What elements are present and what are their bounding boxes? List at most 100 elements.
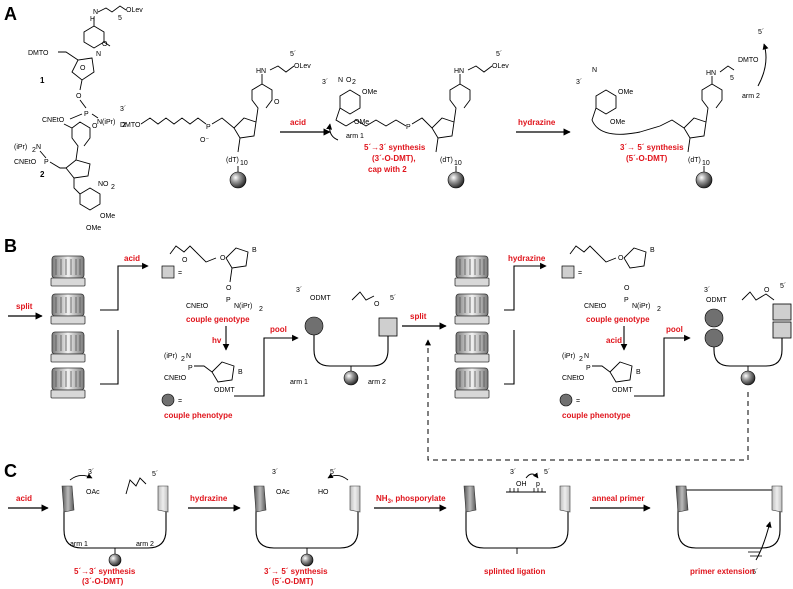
- c1-dmto: DMTO: [28, 50, 49, 57]
- bifunctional-loop-right: 3´ ODMT O 5´: [704, 283, 792, 386]
- s2-red-line1: 5´→3´ synthesis: [364, 143, 426, 152]
- arrow-acid-label: acid: [290, 118, 306, 127]
- panel-label-c: C: [4, 461, 17, 481]
- s3-dt-sub: 10: [702, 160, 710, 167]
- c2-sub: 2: [32, 147, 36, 154]
- s3-red-line1: 3´→ 5´ synthesis: [620, 143, 684, 152]
- arrow-hydrazine-label: hydrazine: [518, 118, 556, 127]
- s3-dt: (dT): [688, 157, 701, 164]
- s3-hn: HN: [706, 70, 716, 77]
- s2-arm1: arm 1: [346, 133, 364, 140]
- s2-dt-sub: 10: [454, 160, 462, 167]
- g2-nipr-sub: 2: [657, 306, 661, 313]
- solid-support-bead: [229, 171, 247, 189]
- c2-ipr: (iPr): [14, 144, 27, 151]
- center-odmt: ODMT: [310, 295, 331, 302]
- right-5prime: 5´: [780, 283, 786, 290]
- c-nh3-label: NH3, phosporylate: [376, 494, 446, 505]
- g2-nipr: N(iPr): [632, 303, 650, 310]
- c1-oac: OAc: [86, 489, 100, 496]
- center-3prime: 3´: [296, 287, 302, 294]
- s2-dt: (dT): [440, 157, 453, 164]
- hv-label: hv: [212, 336, 222, 345]
- c2-ome2: OMe: [86, 225, 101, 232]
- c1-3prime: 3´: [88, 469, 94, 476]
- c-acid-label: acid: [16, 494, 32, 503]
- s2-n-prefix: N: [338, 77, 343, 84]
- s3-n: N: [592, 67, 597, 74]
- s1-dt: (dT): [226, 157, 239, 164]
- compound-1-number: 1: [40, 76, 45, 85]
- c2-no2-sub: 2: [111, 184, 115, 191]
- iteration-loop-arrow: [425, 339, 749, 461]
- s1-dt-sub: 10: [240, 160, 248, 167]
- g2-o: O: [618, 255, 624, 262]
- g1-eq: =: [178, 270, 182, 277]
- c3-oh: OH: [516, 481, 527, 488]
- panel-label-b: B: [4, 236, 17, 256]
- p1-sub: 2: [181, 356, 185, 363]
- structure-a3: 3´ N OMe OMe HN 5 DMTO 5´ arm 2 (dT) 10 …: [576, 29, 769, 189]
- s1-dmto: DMTO: [120, 122, 141, 129]
- s2-ome2: OMe: [354, 119, 369, 126]
- c-anneal-label: anneal primer: [592, 494, 644, 503]
- c1-arm2: arm 2: [136, 541, 154, 548]
- loop-c2: 3´ OAc HO 5´ 3´→ 5´ synthesis (5´-O-DMT): [253, 469, 361, 586]
- s2-no2-sub: 2: [352, 79, 356, 86]
- panel-label-a: A: [4, 4, 17, 24]
- center-o: O: [374, 301, 380, 308]
- c3-red: splinted ligation: [484, 567, 545, 576]
- compound-2-number: 2: [40, 170, 45, 179]
- structure-a2: O N 2 OMe OMe 3´ arm 1 P HN OLev 5´ (dT)…: [322, 51, 509, 189]
- s3-3prime: 3´: [576, 79, 582, 86]
- c2-o-top: O: [92, 123, 98, 130]
- s2-red-line2: (3´-O-DMT),: [372, 154, 416, 163]
- c2-ome1: OMe: [100, 213, 115, 220]
- c3-5prime: 5´: [544, 469, 550, 476]
- c1-sub: 5: [118, 15, 122, 22]
- g1-p: P: [226, 297, 231, 304]
- s3-ome2: OMe: [610, 119, 625, 126]
- pool-1-label: pool: [270, 325, 287, 334]
- c2-oac: OAc: [276, 489, 290, 496]
- genotype-monomer-1: O O B = O P CNEtO N(iPr) 2 couple genoty…: [161, 245, 263, 324]
- p1-cneto: CNEtO: [164, 375, 187, 382]
- c1-nh: H: [90, 16, 95, 23]
- c1-arm1: arm 1: [70, 541, 88, 548]
- s1-olev: OLev: [294, 63, 311, 70]
- s1-hn: HN: [256, 68, 266, 75]
- p1-eq: =: [178, 398, 182, 405]
- p1-ipr: (iPr): [164, 353, 177, 360]
- s1-5prime: 5´: [290, 51, 296, 58]
- split-2-label: split: [410, 312, 427, 321]
- c2-no2: NO: [98, 181, 109, 188]
- p2-b: B: [636, 369, 641, 376]
- s3-dmto: DMTO: [738, 57, 759, 64]
- s3-arm2: arm 2: [742, 93, 760, 100]
- hydrazine-b-label: hydrazine: [508, 254, 546, 263]
- phenotype-monomer-1: (iPr) 2 N P CNEtO B ODMT = couple phenot…: [161, 353, 243, 420]
- center-5prime: 5´: [390, 295, 396, 302]
- genotype-square-icon: [161, 265, 175, 279]
- center-arm1: arm 1: [290, 379, 308, 386]
- c1-red-line2: (3´-O-DMT): [82, 577, 124, 586]
- s2-no2: O: [346, 77, 352, 84]
- p2-sub: 2: [579, 356, 583, 363]
- p2-p: P: [586, 365, 591, 372]
- g1-nipr: N(iPr): [234, 303, 252, 310]
- c2-ho: HO: [318, 489, 329, 496]
- loop-c1: 3´ OAc 5´ arm 1 arm 2 5´→3´ synthesis (3…: [61, 469, 169, 586]
- s2-ome1: OMe: [362, 89, 377, 96]
- p2-n: N: [584, 353, 589, 360]
- c2-p: P: [44, 159, 49, 166]
- phenotype-circle-icon: [161, 393, 175, 407]
- s3-5prime: 5´: [758, 29, 764, 36]
- s2-5prime: 5´: [496, 51, 502, 58]
- s1-o-minus: O⁻: [200, 137, 209, 144]
- c1-n2: N: [96, 51, 101, 58]
- p2-eq: =: [576, 398, 580, 405]
- s3-red-line2: (5´-O-DMT): [626, 154, 668, 163]
- c1-p: P: [84, 111, 89, 118]
- loop-c4: 5´ primer extension: [675, 485, 783, 576]
